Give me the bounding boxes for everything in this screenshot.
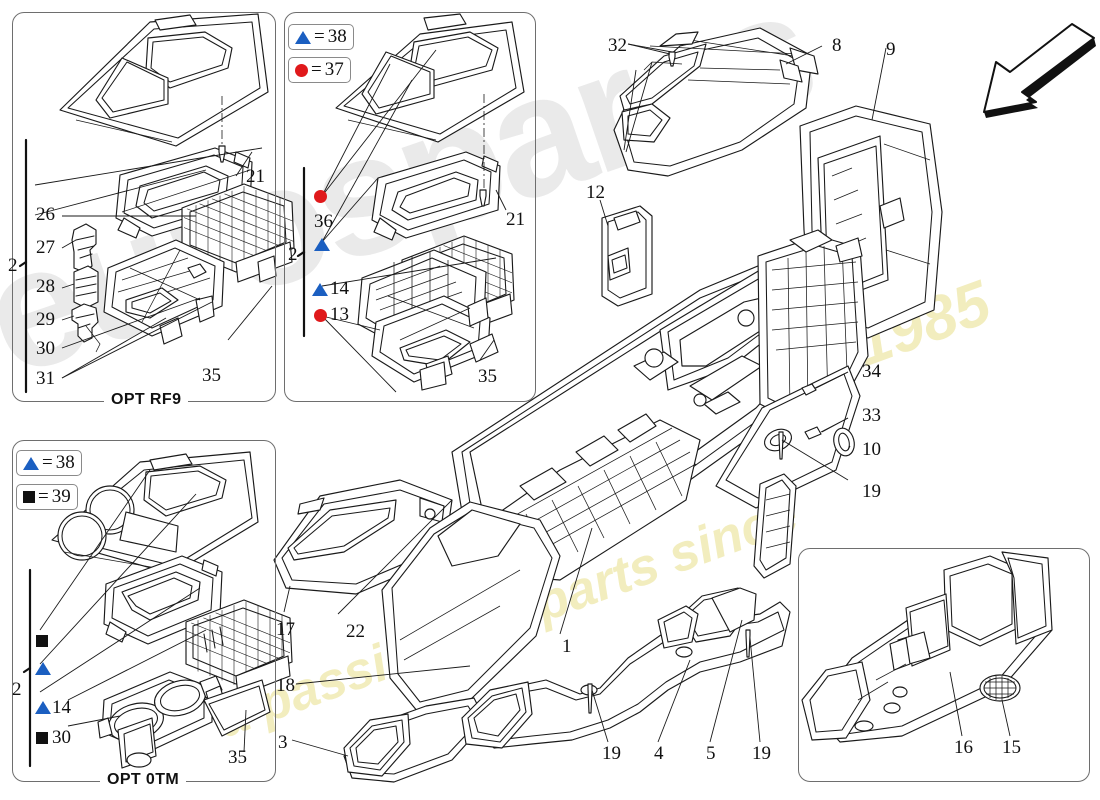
bracket-symbol-circle-p2-b — [314, 309, 327, 327]
callout-35-panel1: 35 — [202, 365, 221, 386]
callout-29-panel1: 29 — [36, 309, 55, 330]
circle-icon — [295, 63, 308, 77]
callout-32-main: 32 — [608, 35, 627, 56]
legend-equals: = — [314, 26, 325, 47]
leader-lines-inset — [949, 671, 1011, 737]
callout-21-panel2: 21 — [506, 209, 525, 230]
callout-30-panel1: 30 — [36, 338, 55, 359]
bracket-symbol-triangle-p3-b — [35, 701, 51, 719]
pointer-arrow — [983, 23, 1096, 118]
legend-value: 38 — [55, 452, 75, 473]
triangle-icon — [23, 456, 39, 470]
callout-33-main: 33 — [862, 405, 881, 426]
circle-icon — [314, 309, 327, 322]
callout-2-panel3: 2 — [12, 679, 22, 700]
legend-value: 38 — [327, 26, 347, 47]
legend-equals: = — [42, 452, 53, 473]
callout-35-panel3: 35 — [228, 747, 247, 768]
square-icon — [36, 635, 48, 647]
callout-34-main: 34 — [862, 361, 881, 382]
square-icon — [36, 732, 48, 744]
art-panel2 — [335, 13, 525, 391]
callout-28-panel1: 28 — [36, 276, 55, 297]
callout-5-main: 5 — [706, 743, 716, 764]
triangle-icon — [295, 30, 311, 44]
callout-19-main-c: 19 — [752, 743, 771, 764]
art-main-assembly — [273, 27, 943, 783]
callout-30-panel3: 30 — [52, 727, 71, 748]
callout-13-panel2: 13 — [330, 304, 349, 325]
callout-2-panel2: 2 — [288, 244, 298, 265]
callout-15-inset: 15 — [1002, 737, 1021, 758]
panel-upper-right — [284, 12, 536, 402]
callout-22-main: 22 — [346, 621, 365, 642]
leader-lines-main — [283, 43, 887, 757]
leader-lines-panel3 — [39, 469, 247, 753]
callout-31-panel1: 31 — [36, 368, 55, 389]
bracket-symbol-square-p3-b — [36, 731, 48, 749]
callout-12-main: 12 — [586, 182, 605, 203]
callout-17-main: 17 — [276, 619, 295, 640]
bracket-symbol-square-p3-a — [36, 634, 48, 652]
callout-3-main: 3 — [278, 732, 288, 753]
leader-lines-panel1 — [34, 147, 273, 379]
triangle-icon — [312, 283, 328, 296]
bracket-symbol-triangle-p3-a — [35, 662, 51, 680]
triangle-icon — [35, 701, 51, 714]
callout-26-panel1: 26 — [36, 204, 55, 225]
triangle-icon — [314, 238, 330, 251]
leader-lines-panel2 — [321, 49, 507, 393]
callout-14-panel2: 14 — [330, 278, 349, 299]
callout-27-panel1: 27 — [36, 237, 55, 258]
square-icon — [23, 491, 35, 503]
legend-badge-square-39-otm: = 39 — [16, 484, 78, 510]
bracket-symbol-triangle-p2-a — [314, 238, 330, 256]
callout-4-main: 4 — [654, 743, 664, 764]
bracket-symbol-circle-p2-a — [314, 190, 327, 208]
art-floor-inset — [801, 551, 1053, 743]
callout-8-main: 8 — [832, 35, 842, 56]
panel-floor-inset — [798, 548, 1090, 782]
callout-2-panel1: 2 — [8, 255, 18, 276]
callout-10-main: 10 — [862, 439, 881, 460]
callout-14-panel3: 14 — [52, 697, 71, 718]
panel-caption-opt-rf9: OPT RF9 — [104, 391, 189, 409]
callout-35-panel2: 35 — [478, 366, 497, 387]
bracket-symbol-triangle-p2-b — [312, 283, 328, 301]
callout-19-main-a: 19 — [862, 481, 881, 502]
legend-badge-circle-37-panel2: = 37 — [288, 57, 351, 83]
callout-16-inset: 16 — [954, 737, 973, 758]
art-opt-rf9 — [59, 13, 295, 353]
legend-badge-triangle-38-panel2: = 38 — [288, 24, 354, 50]
legend-value: 37 — [324, 59, 344, 80]
panel-caption-opt-0tm: OPT 0TM — [100, 771, 187, 789]
art-opt-0tm — [51, 451, 293, 769]
triangle-icon — [35, 662, 51, 675]
legend-equals: = — [311, 59, 322, 80]
callout-19-main-b: 19 — [602, 743, 621, 764]
callout-18-main: 18 — [276, 675, 295, 696]
callout-1-main: 1 — [562, 636, 572, 657]
callout-36-panel2: 36 — [314, 211, 333, 232]
legend-equals: = — [38, 486, 49, 507]
legend-badge-triangle-38-otm: = 38 — [16, 450, 82, 476]
circle-icon — [314, 190, 327, 203]
callout-21-panel1: 21 — [246, 166, 265, 187]
legend-value: 39 — [51, 486, 71, 507]
callout-9-main: 9 — [886, 39, 896, 60]
